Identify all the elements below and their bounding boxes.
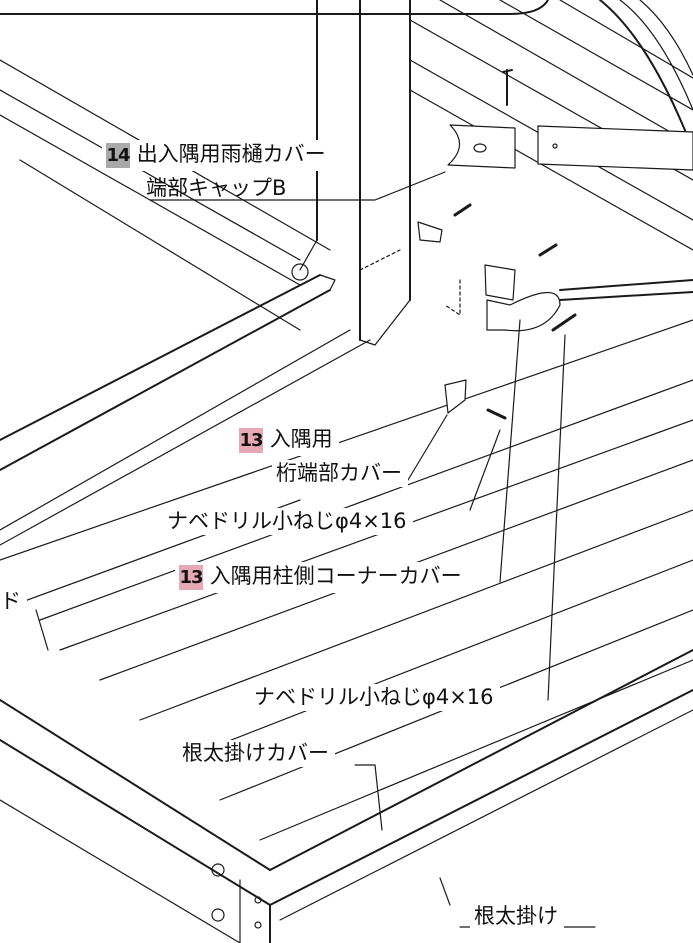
label-14-line1: 出入隅用雨樋カバー — [136, 142, 326, 166]
label-13a-line1: 入隅用 — [269, 427, 333, 451]
label-nedakake: 根太掛け — [470, 903, 564, 930]
label-screw-1: ナベドリル小ねじφ4×16 — [163, 508, 413, 535]
label-13-beam-end-cover: 13 入隅用 — [235, 425, 339, 456]
label-14-rain-gutter-cap: 14 出入隅用雨樋カバー — [102, 140, 332, 171]
badge-13-b: 13 — [179, 565, 204, 590]
label-nedakake-cover: 根太掛けカバー — [178, 740, 335, 767]
badge-13-a: 13 — [239, 428, 264, 453]
label-screw-2: ナベドリル小ねじφ4×16 — [250, 684, 500, 711]
badge-14: 14 — [106, 143, 131, 168]
label-board-partial: ド — [0, 588, 27, 615]
label-13a-line2: 桁端部カバー — [272, 460, 408, 487]
label-13-column-corner-cover: 13 入隅用柱側コーナーカバー — [175, 562, 468, 593]
label-13b-text: 入隅用柱側コーナーカバー — [209, 564, 462, 588]
label-14-line2: 端部キャップB — [146, 176, 287, 200]
